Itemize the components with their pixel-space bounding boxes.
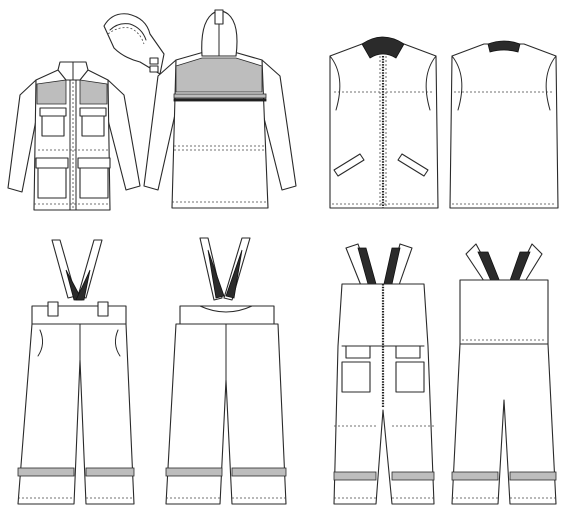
parka-back-drawing <box>143 9 297 209</box>
hood-drawing <box>103 13 165 75</box>
overalls-front-drawing <box>333 243 435 505</box>
parka-front-drawing <box>7 61 141 211</box>
pants-back-drawing <box>165 237 287 505</box>
vest-back-drawing <box>449 40 559 209</box>
pants-front-drawing <box>17 239 135 505</box>
overalls-back-drawing <box>451 243 557 505</box>
vest-front-drawing <box>329 36 439 209</box>
